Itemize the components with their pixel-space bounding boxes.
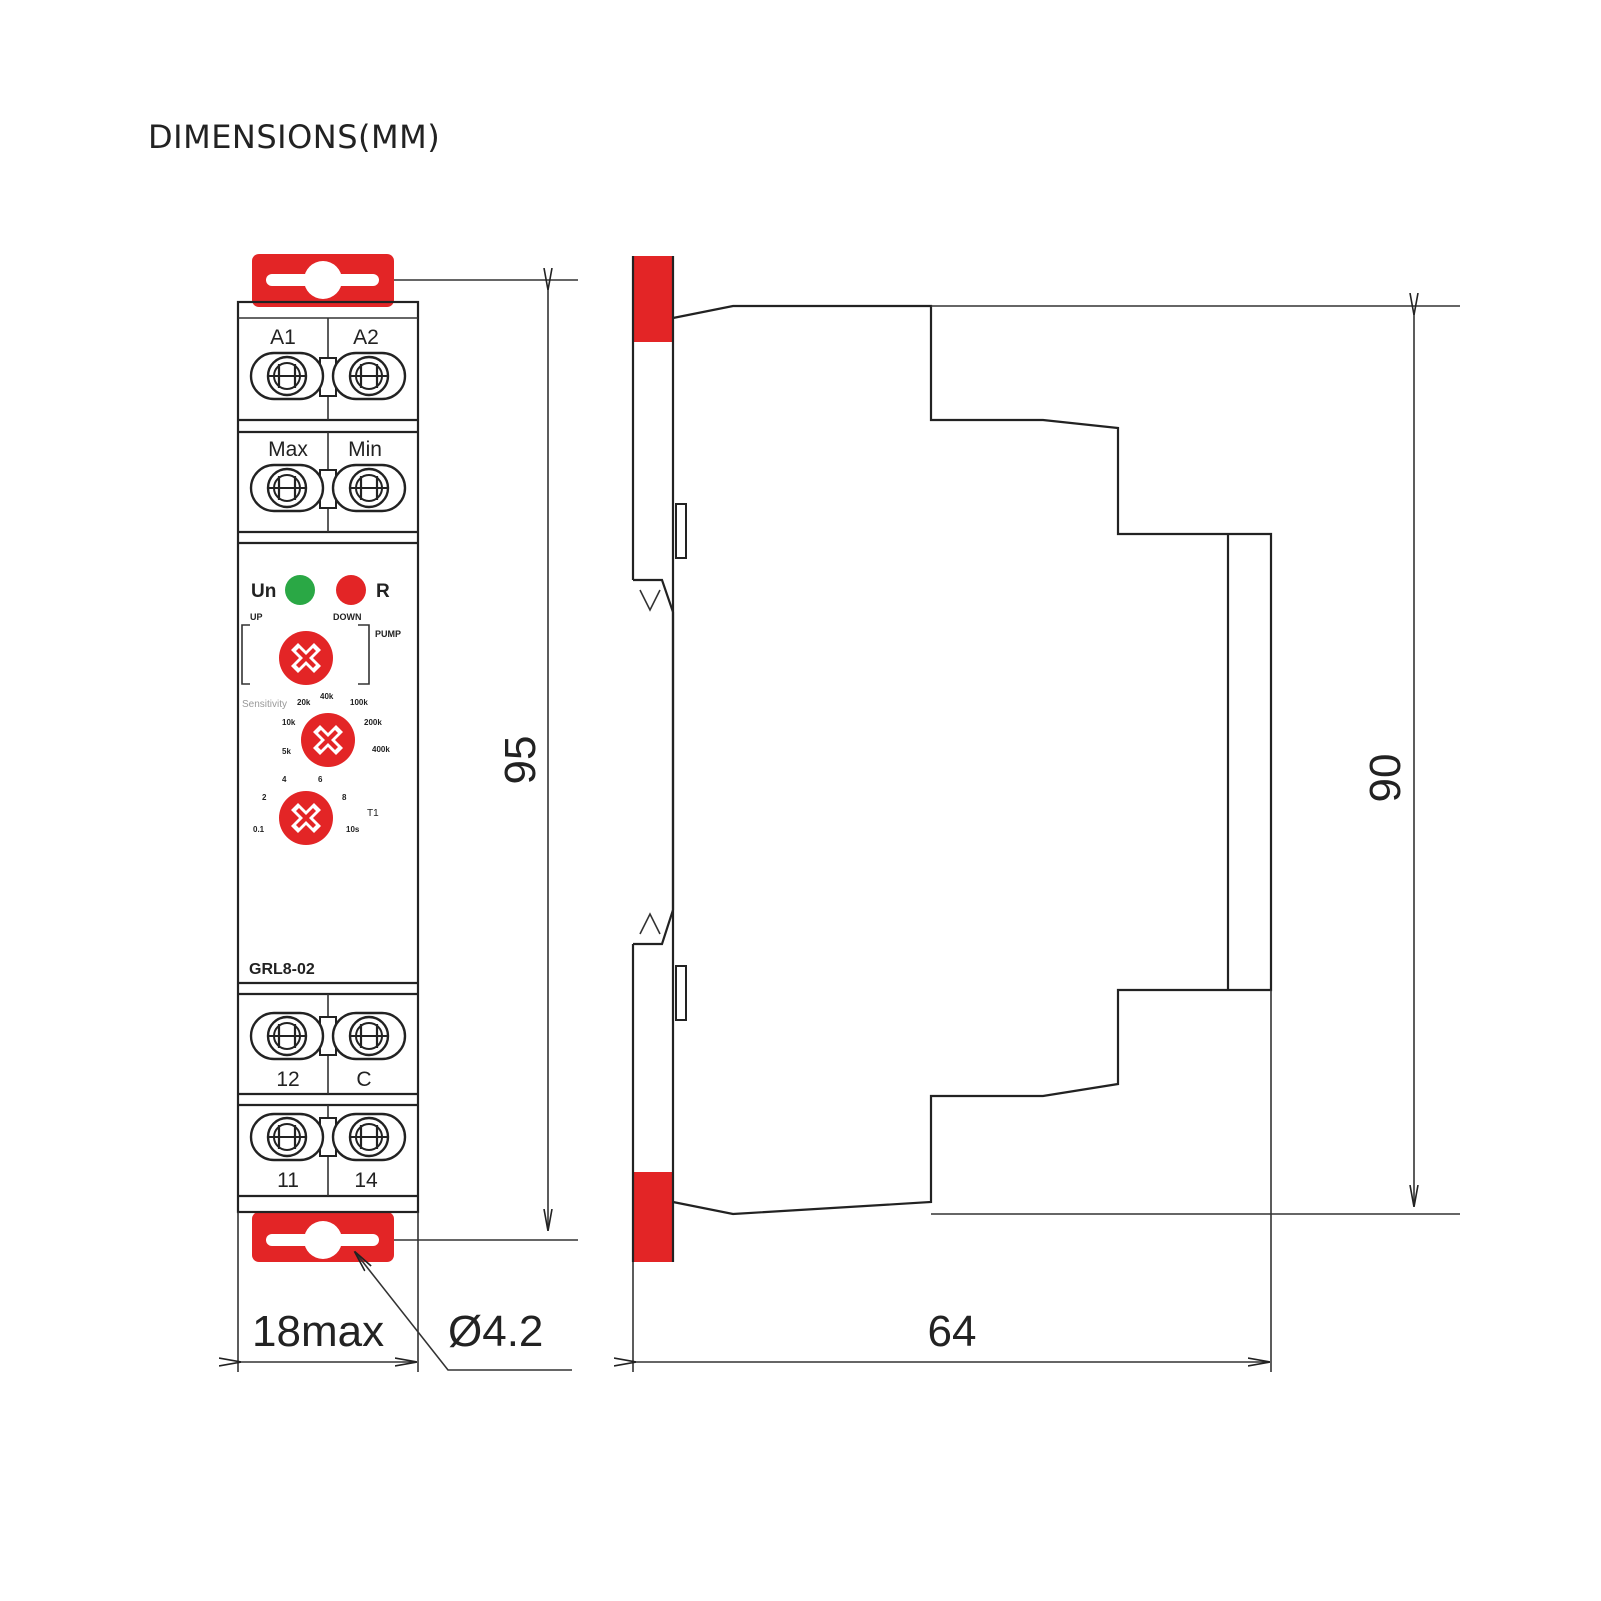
knob3-tick-2: 2	[262, 793, 267, 802]
led-label-r: R	[376, 581, 390, 602]
terminal-screw-c	[331, 1011, 407, 1061]
terminal-screw-max	[249, 463, 325, 513]
terminal-screw-12	[249, 1011, 325, 1061]
terminal-screw-a1	[249, 351, 325, 401]
knob1-label-pump: PUMP	[375, 629, 401, 639]
knob3-tick-4: 6	[318, 775, 323, 784]
knob1-label-up: UP	[250, 612, 263, 622]
label-14: 14	[354, 1169, 378, 1192]
label-a1: A1	[270, 326, 296, 349]
terminal-screw-a2	[331, 351, 407, 401]
label-12: 12	[276, 1068, 299, 1091]
knob2-tick-3: 20k	[297, 698, 311, 707]
knob1-label-down: DOWN	[333, 612, 362, 622]
knob2-tick-1: 5k	[282, 747, 291, 756]
dim-hole-leader	[355, 1252, 572, 1371]
relay-body	[236, 300, 420, 1214]
knob3-tick-1: 0.1	[253, 825, 265, 834]
led-label-un: Un	[251, 581, 276, 602]
led-un	[285, 575, 315, 605]
side-view	[631, 256, 1273, 1262]
label-a2: A2	[353, 326, 379, 349]
knob3-tick-5: 8	[342, 793, 347, 802]
knob-sensitivity[interactable]	[301, 713, 355, 767]
knob3-label-t1: T1	[367, 808, 379, 819]
dim-95-label: 95	[496, 736, 545, 785]
knob3-tick-6: 10s	[346, 825, 360, 834]
knob2-label-sensitivity: Sensitivity	[242, 699, 287, 710]
dim-64-label: 64	[928, 1307, 977, 1356]
model-label: GRL8-02	[249, 961, 315, 978]
knob2-tick-4: 40k	[320, 692, 334, 701]
label-11: 11	[277, 1169, 299, 1192]
label-max: Max	[268, 438, 308, 461]
front-dimensions: 95 18max Ø4.2	[238, 280, 578, 1372]
front-view: A1 A2 Max Min Un R UP DOWN PUMP Sensitiv…	[236, 254, 420, 1262]
knob2-tick-5: 100k	[350, 698, 368, 707]
label-min: Min	[348, 438, 382, 461]
dim-90-label: 90	[1361, 754, 1410, 803]
label-c: C	[356, 1068, 371, 1091]
knob3-tick-3: 4	[282, 775, 287, 784]
terminal-screw-11	[249, 1112, 325, 1162]
side-bottom-clip	[633, 1172, 673, 1262]
knob2-tick-2: 10k	[282, 718, 296, 727]
led-r	[336, 575, 366, 605]
side-profile	[672, 304, 1273, 1216]
knob-t1[interactable]	[279, 791, 333, 845]
knob2-tick-6: 200k	[364, 718, 382, 727]
dim-hole-label: Ø4.2	[448, 1307, 543, 1356]
dim-18max-label: 18max	[252, 1307, 384, 1356]
knob-mode[interactable]	[279, 631, 333, 685]
side-dimensions: 90 64	[633, 306, 1460, 1372]
terminal-screw-14	[331, 1112, 407, 1162]
terminal-screw-min	[331, 463, 407, 513]
drawing-title: DIMENSIONS(MM)	[148, 118, 441, 156]
knob2-tick-7: 400k	[372, 745, 390, 754]
side-top-clip	[633, 256, 673, 342]
